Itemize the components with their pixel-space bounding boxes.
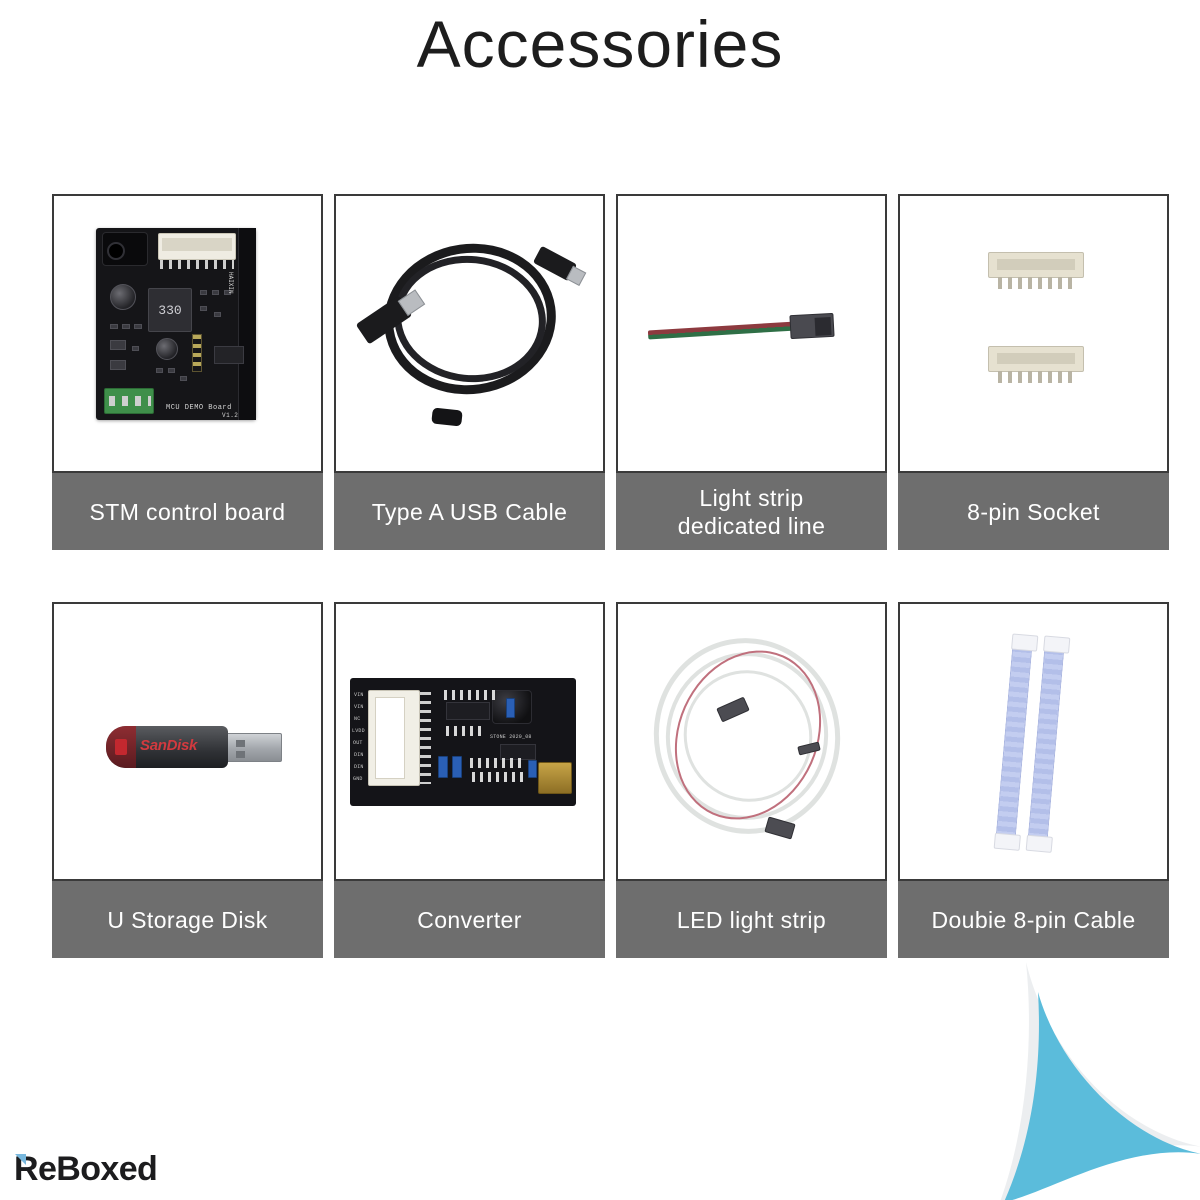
ribbon-cable: [995, 641, 1033, 843]
accessory-label: LED light strip: [616, 881, 887, 958]
accessories-grid: 330: [52, 194, 1169, 958]
accessory-label: Doubie 8-pin Cable: [898, 881, 1169, 958]
logo-corner-icon: [15, 1154, 26, 1165]
swoosh-fill: [1004, 992, 1200, 1200]
accessory-label: Converter: [334, 881, 605, 958]
accessory-label: Light strip dedicated line: [616, 473, 887, 550]
brand-swoosh-decoration: [1000, 962, 1200, 1200]
logo-text: ReBoxed: [14, 1150, 158, 1188]
accessory-card[interactable]: SanDisk U Storage Disk: [52, 602, 323, 958]
pin-socket-image: [898, 194, 1169, 473]
board-side-text: HAIXIN: [227, 272, 234, 294]
led-light-strip-image: [616, 602, 887, 881]
swoosh-outline: [1000, 962, 1200, 1200]
accessory-card[interactable]: 330: [52, 194, 323, 550]
flat-ribbon-cable-image: [898, 602, 1169, 881]
converter-silkscreen-right: STONE 2020_08: [490, 734, 532, 740]
board-silkscreen-text: MCU DEMO Board: [166, 404, 232, 412]
board-version-text: V1.2: [222, 412, 239, 419]
circuit-board-image: 330: [52, 194, 323, 473]
accessory-card[interactable]: Light strip dedicated line: [616, 194, 887, 550]
accessory-label: STM control board: [52, 473, 323, 550]
usb-cable-image: [334, 194, 605, 473]
mini-usb-port: [538, 762, 572, 794]
wire-connector: [789, 312, 835, 340]
accessory-label: 8-pin Socket: [898, 473, 1169, 550]
accessory-label: Type A USB Cable: [334, 473, 605, 550]
converter-board-image: VIN VIN NC LVDD OUT DIN DIN GND STONE 20…: [334, 602, 605, 881]
usb-flash-drive-image: SanDisk: [52, 602, 323, 881]
ribbon-wire: [647, 321, 797, 340]
socket-connector: [988, 346, 1084, 383]
page-title: Accessories: [416, 7, 784, 81]
brand-text: SanDisk: [140, 737, 198, 754]
ribbon-cable: [1027, 643, 1065, 845]
accessory-card[interactable]: Type A USB Cable: [334, 194, 605, 550]
socket-connector: [988, 252, 1084, 289]
accessory-label: U Storage Disk: [52, 881, 323, 958]
light-strip-wire-image: [616, 194, 887, 473]
accessory-card[interactable]: VIN VIN NC LVDD OUT DIN DIN GND STONE 20…: [334, 602, 605, 958]
inductor-marking: 330: [148, 288, 192, 332]
accessory-card[interactable]: 8-pin Socket: [898, 194, 1169, 550]
accessory-card[interactable]: LED light strip: [616, 602, 887, 958]
accessory-card[interactable]: Doubie 8-pin Cable: [898, 602, 1169, 958]
brand-logo: ReBoxed: [14, 1150, 158, 1188]
